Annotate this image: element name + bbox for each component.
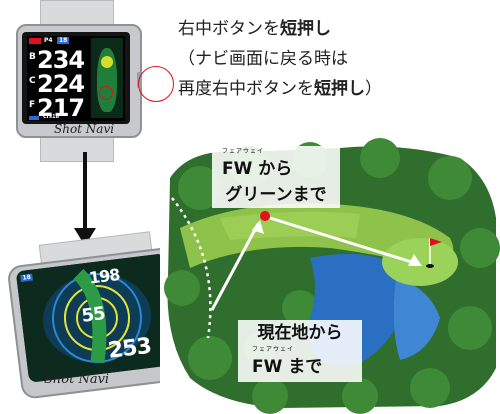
ruby-fairway-top: フェアウェイ bbox=[222, 148, 265, 155]
ruby-fairway-bottom: フェアウェイ bbox=[252, 346, 295, 353]
flag-icon bbox=[29, 38, 41, 44]
callout-bottom-line1: 現在地から bbox=[257, 323, 343, 343]
brand-logo: Shot Navi bbox=[54, 122, 115, 136]
down-arrow-icon bbox=[74, 152, 96, 246]
course-status: Crs18 bbox=[43, 114, 60, 120]
brand-logo-2: Shot Navi bbox=[44, 372, 110, 387]
battery-icon bbox=[29, 116, 39, 120]
hole-number-2: 18 bbox=[20, 273, 34, 282]
fairway-point bbox=[260, 211, 270, 221]
flag-icon-map bbox=[430, 238, 442, 246]
callout-top-line2: グリーンまで bbox=[225, 185, 327, 205]
watch-screen: P4 18 B 234 C 224 F 217 Crs18 bbox=[27, 36, 125, 121]
instruction-line-3: 再度右中ボタンを短押し） bbox=[178, 79, 382, 99]
short-press-emphasis-2: 短押し bbox=[314, 79, 365, 99]
instruction-line-2: （ナビ画面に戻る時は bbox=[178, 49, 348, 69]
yardage-top: 198 bbox=[87, 265, 121, 288]
center-letter: C bbox=[29, 76, 36, 86]
rings-map bbox=[15, 253, 179, 383]
front-yardage: 217 bbox=[37, 94, 85, 121]
callout-fw-to-green: フェアウェイ FW から グリーンまで bbox=[212, 146, 340, 208]
short-press-emphasis: 短押し bbox=[280, 19, 331, 39]
callout-top-line1: FW から bbox=[222, 159, 293, 179]
front-letter: F bbox=[29, 100, 36, 110]
back-yardage: 234 bbox=[37, 46, 85, 74]
callout-bottom-line2: FW まで bbox=[252, 357, 323, 377]
yardage-middle: 55 bbox=[80, 303, 106, 327]
yardage-bottom: 253 bbox=[106, 333, 153, 364]
center-yardage: 224 bbox=[37, 70, 85, 98]
callout-current-to-fw: 現在地から フェアウェイ FW まで bbox=[238, 320, 362, 382]
instruction-line-1: 右中ボタンを短押し bbox=[178, 19, 331, 39]
target-marker-icon bbox=[99, 86, 113, 100]
instruction-text: 右中ボタンを短押し （ナビ画面に戻る時は 再度右中ボタンを短押し） bbox=[178, 14, 498, 104]
hole-number: 18 bbox=[57, 37, 70, 44]
button-highlight-circle bbox=[138, 66, 174, 102]
back-letter: B bbox=[29, 52, 36, 62]
par-label: P4 bbox=[44, 37, 53, 44]
green-icon bbox=[101, 56, 113, 68]
watch-screen-2: 198 55 253 18 bbox=[15, 253, 179, 383]
